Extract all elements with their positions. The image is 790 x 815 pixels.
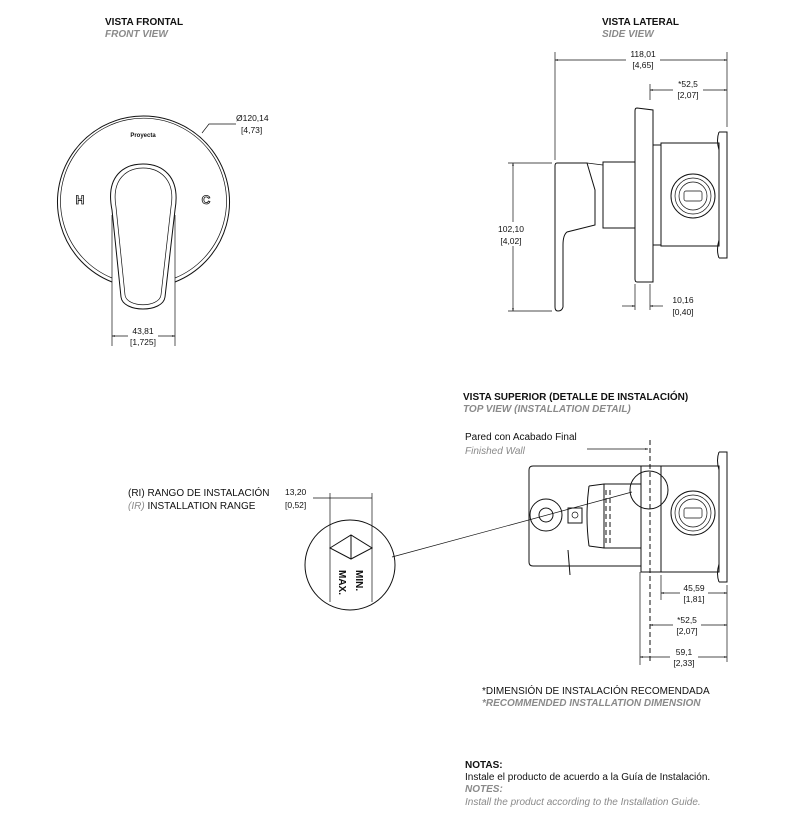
install-depth-value: *52,5	[678, 79, 698, 89]
max-label: MAX.	[336, 570, 347, 595]
diameter-value: Ø120,14	[236, 113, 269, 123]
range-value-inches: [0,52]	[285, 500, 306, 510]
wall-plate	[634, 107, 654, 283]
dim1-inches: [1,81]	[683, 594, 704, 604]
side-view-subtitle: SIDE VIEW	[602, 29, 655, 40]
range-label-en-text: INSTALLATION RANGE	[145, 501, 256, 512]
front-view-title: VISTA FRONTAL	[105, 17, 183, 28]
dim2-inches: [2,07]	[676, 626, 697, 636]
detail-leader	[391, 491, 633, 558]
min-label: MIN.	[353, 570, 364, 591]
top-view-subtitle: TOP VIEW (INSTALLATION DETAIL)	[463, 404, 631, 415]
wall-label-en: Finished Wall	[465, 446, 526, 457]
front-view-subtitle: FRONT VIEW	[105, 29, 169, 40]
diameter-inches: [4,73]	[241, 125, 262, 135]
footnote-es: *DIMENSIÓN DE INSTALACIÓN RECOMENDADA	[482, 684, 710, 697]
height-inches: [4,02]	[500, 236, 521, 246]
notes-text-es: Instale el producto de acuerdo a la Guía…	[465, 772, 710, 783]
total-depth-value: 118,01	[630, 49, 656, 59]
cold-label: C	[202, 193, 211, 207]
detail-magnified-circle	[304, 519, 396, 611]
hot-label: H	[76, 193, 85, 207]
handle-width-inches: [1,725]	[130, 337, 156, 347]
handle-inner	[114, 167, 173, 306]
escutcheon-outline	[57, 115, 230, 283]
range-label: (RI) RANGO DE INSTALACIÓN	[128, 486, 270, 499]
side-view: VISTA LATERAL SIDE VIEW 118,01 [4,65] *5…	[496, 17, 728, 317]
port-fitting	[670, 173, 716, 219]
range-label-en-prefix: (IR)	[128, 501, 145, 512]
footnote-en: *RECOMMENDED INSTALLATION DIMENSION	[482, 698, 701, 709]
range-label-en: (IR) INSTALLATION RANGE	[128, 501, 256, 512]
range-value: 13,20	[285, 487, 307, 497]
escutcheon-inner	[60, 117, 227, 279]
plate-thickness-inches: [0,40]	[672, 307, 693, 317]
wall-label: Pared con Acabado Final	[465, 432, 577, 443]
valve-body	[660, 142, 720, 247]
handle-width-value: 43,81	[132, 326, 154, 336]
plate-thickness-value: 10,16	[672, 295, 694, 305]
top-view-title: VISTA SUPERIOR (DETALLE DE INSTALACIÓN)	[463, 390, 688, 403]
dim3-inches: [2,33]	[673, 658, 694, 668]
installation-range-detail: (RI) RANGO DE INSTALACIÓN (IR) INSTALLAT…	[128, 486, 396, 611]
dim3-value: 59,1	[676, 647, 693, 657]
top-view: VISTA SUPERIOR (DETALLE DE INSTALACIÓN) …	[391, 390, 728, 668]
notes-text-en: Install the product according to the Ins…	[465, 797, 701, 808]
total-depth-inches: [4,65]	[632, 60, 653, 70]
install-depth-inches: [2,07]	[677, 90, 698, 100]
brand-logo: Proyecta	[130, 133, 156, 139]
dim2-value: *52,5	[677, 615, 697, 625]
rough-valve-body	[528, 465, 642, 567]
detail-callout-circle	[629, 470, 669, 510]
side-view-title: VISTA LATERAL	[602, 17, 679, 28]
height-value: 102,10	[498, 224, 524, 234]
handle-outline	[110, 163, 177, 310]
diameter-leader	[201, 123, 236, 134]
lever-profile	[554, 162, 596, 312]
notes-title-es: NOTAS:	[465, 760, 503, 771]
front-view: VISTA FRONTAL FRONT VIEW Proyecta H C 43…	[57, 17, 269, 347]
dim1-value: 45,59	[683, 583, 705, 593]
notes-title-en: NOTES:	[465, 784, 503, 795]
